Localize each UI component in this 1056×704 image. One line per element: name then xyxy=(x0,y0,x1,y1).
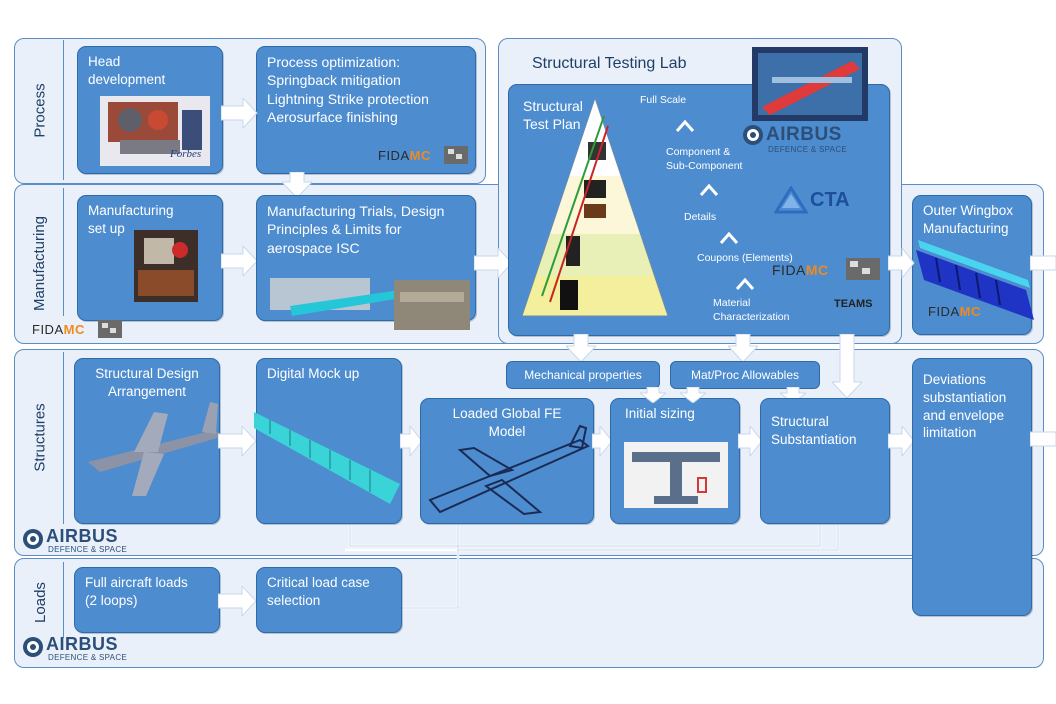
lane-label-divider xyxy=(63,562,64,638)
pyramid-label-full-scale: Full Scale xyxy=(640,94,687,106)
mat-proc-allowables-label: Mat/Proc Allowables xyxy=(690,368,800,382)
critical-load-case-label: Critical load case selection xyxy=(267,575,370,608)
arrow-lab-to-allowables xyxy=(728,334,758,362)
forbes-logo: Forbes xyxy=(170,148,202,160)
arrow-lab-to-wingbox xyxy=(888,248,915,278)
teams-logo: TEAMS xyxy=(834,298,873,310)
process-optimization-box[interactable]: Process optimization: Springback mitigat… xyxy=(256,46,476,174)
pyramid-label-coupons: Coupons (Elements) xyxy=(697,252,793,264)
full-aircraft-loads-box[interactable]: Full aircraft loads (2 loops) xyxy=(74,567,220,633)
airbus-logo-mark xyxy=(23,529,43,549)
arrow-lab-to-mechanical xyxy=(566,334,596,362)
test-pyramid xyxy=(521,96,669,317)
manufacturing-trials-label: Manufacturing Trials, Design Principles … xyxy=(267,203,445,256)
fidamc-logo: FIDAMC xyxy=(772,262,829,278)
arrow-setup-to-trials xyxy=(221,246,258,276)
deviations-box[interactable]: Deviations substantiation and envelope l… xyxy=(912,358,1032,616)
arrow-allowables-to-sizing xyxy=(680,387,706,403)
airbus-logo-subtitle: DEFENCE & SPACE xyxy=(768,145,848,154)
airbus-logo-subtitle: DEFENCE & SPACE xyxy=(48,545,128,554)
deviations-label: Deviations substantiation and envelope l… xyxy=(923,372,1007,441)
fidamc-logo: FIDAMC xyxy=(32,322,85,337)
structural-substantiation-box[interactable]: Structural Substantiation xyxy=(760,398,890,524)
structural-test-plan-label: Structural Test Plan xyxy=(523,98,583,133)
machine-head-image xyxy=(100,96,210,166)
arrow-trials-to-lab xyxy=(474,248,513,278)
fidamc-logo: FIDAMC xyxy=(378,148,431,163)
structural-design-label: Structural Design Arrangement xyxy=(95,366,199,399)
loaded-global-fe-label: Loaded Global FE Model xyxy=(452,406,562,439)
lane-label-divider xyxy=(63,40,64,180)
fidamc-logo-mark xyxy=(444,146,468,164)
lane-label-divider xyxy=(63,352,64,524)
arrow-mechanical-to-sizing xyxy=(640,387,666,403)
airbus-logo-mark xyxy=(23,637,43,657)
full-aircraft-loads-label: Full aircraft loads (2 loops) xyxy=(85,575,188,608)
arrow-fe-to-sizing xyxy=(592,426,613,456)
process-optimization-label: Process optimization: Springback mitigat… xyxy=(267,54,429,126)
pyramid-label-material: Material Characterization xyxy=(713,297,790,323)
arrow-sizing-to-substantiation xyxy=(738,426,763,456)
critical-load-case-box[interactable]: Critical load case selection xyxy=(256,567,402,633)
fidamc-logo-mark xyxy=(846,258,880,280)
cta-logo-mark xyxy=(774,186,808,214)
arrow-lab-to-substantiation xyxy=(832,334,862,398)
wingbox-image xyxy=(916,240,1034,320)
cta-logo: CTA xyxy=(810,189,850,211)
arrow-deviations-out xyxy=(1030,431,1056,447)
chevron-up-icon xyxy=(676,120,694,132)
airbus-logo: AIRBUS xyxy=(46,634,119,654)
initial-sizing-label: Initial sizing xyxy=(625,406,695,421)
airbus-logo: AIRBUS xyxy=(766,124,842,145)
mechanical-properties-label: Mechanical properties xyxy=(524,368,642,382)
arrow-loads-to-critical xyxy=(218,586,257,616)
structural-testing-lab-title: Structural Testing Lab xyxy=(532,55,687,72)
structural-substantiation-label: Structural Substantiation xyxy=(771,414,857,447)
loaded-global-fe-box[interactable]: Loaded Global FE Model xyxy=(420,398,594,524)
pyramid-label-component: Component & Sub-Component xyxy=(666,146,743,172)
head-development-label: Head development xyxy=(88,54,166,87)
arrow-head-to-process xyxy=(221,98,258,128)
airbus-logo: AIRBUS xyxy=(46,526,119,546)
fidamc-logo-mark xyxy=(98,320,122,338)
trial-panels-image xyxy=(270,278,470,330)
airbus-logo-mark xyxy=(743,125,763,145)
fidamc-logo: FIDAMC xyxy=(928,304,981,319)
outer-wingbox-label: Outer Wingbox Manufacturing xyxy=(923,203,1014,236)
manufacturing-setup-label: Manufacturing set up xyxy=(88,203,174,236)
chevron-up-icon xyxy=(700,184,718,196)
chevron-up-icon xyxy=(736,278,754,290)
fe-aircraft-image xyxy=(428,424,590,516)
test-rig-photo xyxy=(752,47,868,121)
arrow-design-to-mockup xyxy=(218,426,257,456)
section-sizing-image xyxy=(624,442,728,508)
arrow-substantiation-to-deviations xyxy=(888,426,915,456)
pyramid-label-details: Details xyxy=(684,211,717,223)
manufacturing-setup-image xyxy=(134,230,198,302)
mechanical-properties-strip[interactable]: Mechanical properties xyxy=(506,361,660,389)
digital-mockup-label: Digital Mock up xyxy=(267,366,360,381)
mat-proc-allowables-strip[interactable]: Mat/Proc Allowables xyxy=(670,361,820,389)
airbus-logo-subtitle: DEFENCE & SPACE xyxy=(48,653,128,662)
lane-label-divider xyxy=(63,188,64,316)
chevron-up-icon xyxy=(720,232,738,244)
arrow-process-to-trials xyxy=(282,172,312,198)
arrow-wingbox-out xyxy=(1030,255,1056,271)
aircraft-design-image xyxy=(88,402,224,496)
arrow-mockup-to-fe xyxy=(400,426,423,456)
wing-mockup-image xyxy=(254,412,400,504)
